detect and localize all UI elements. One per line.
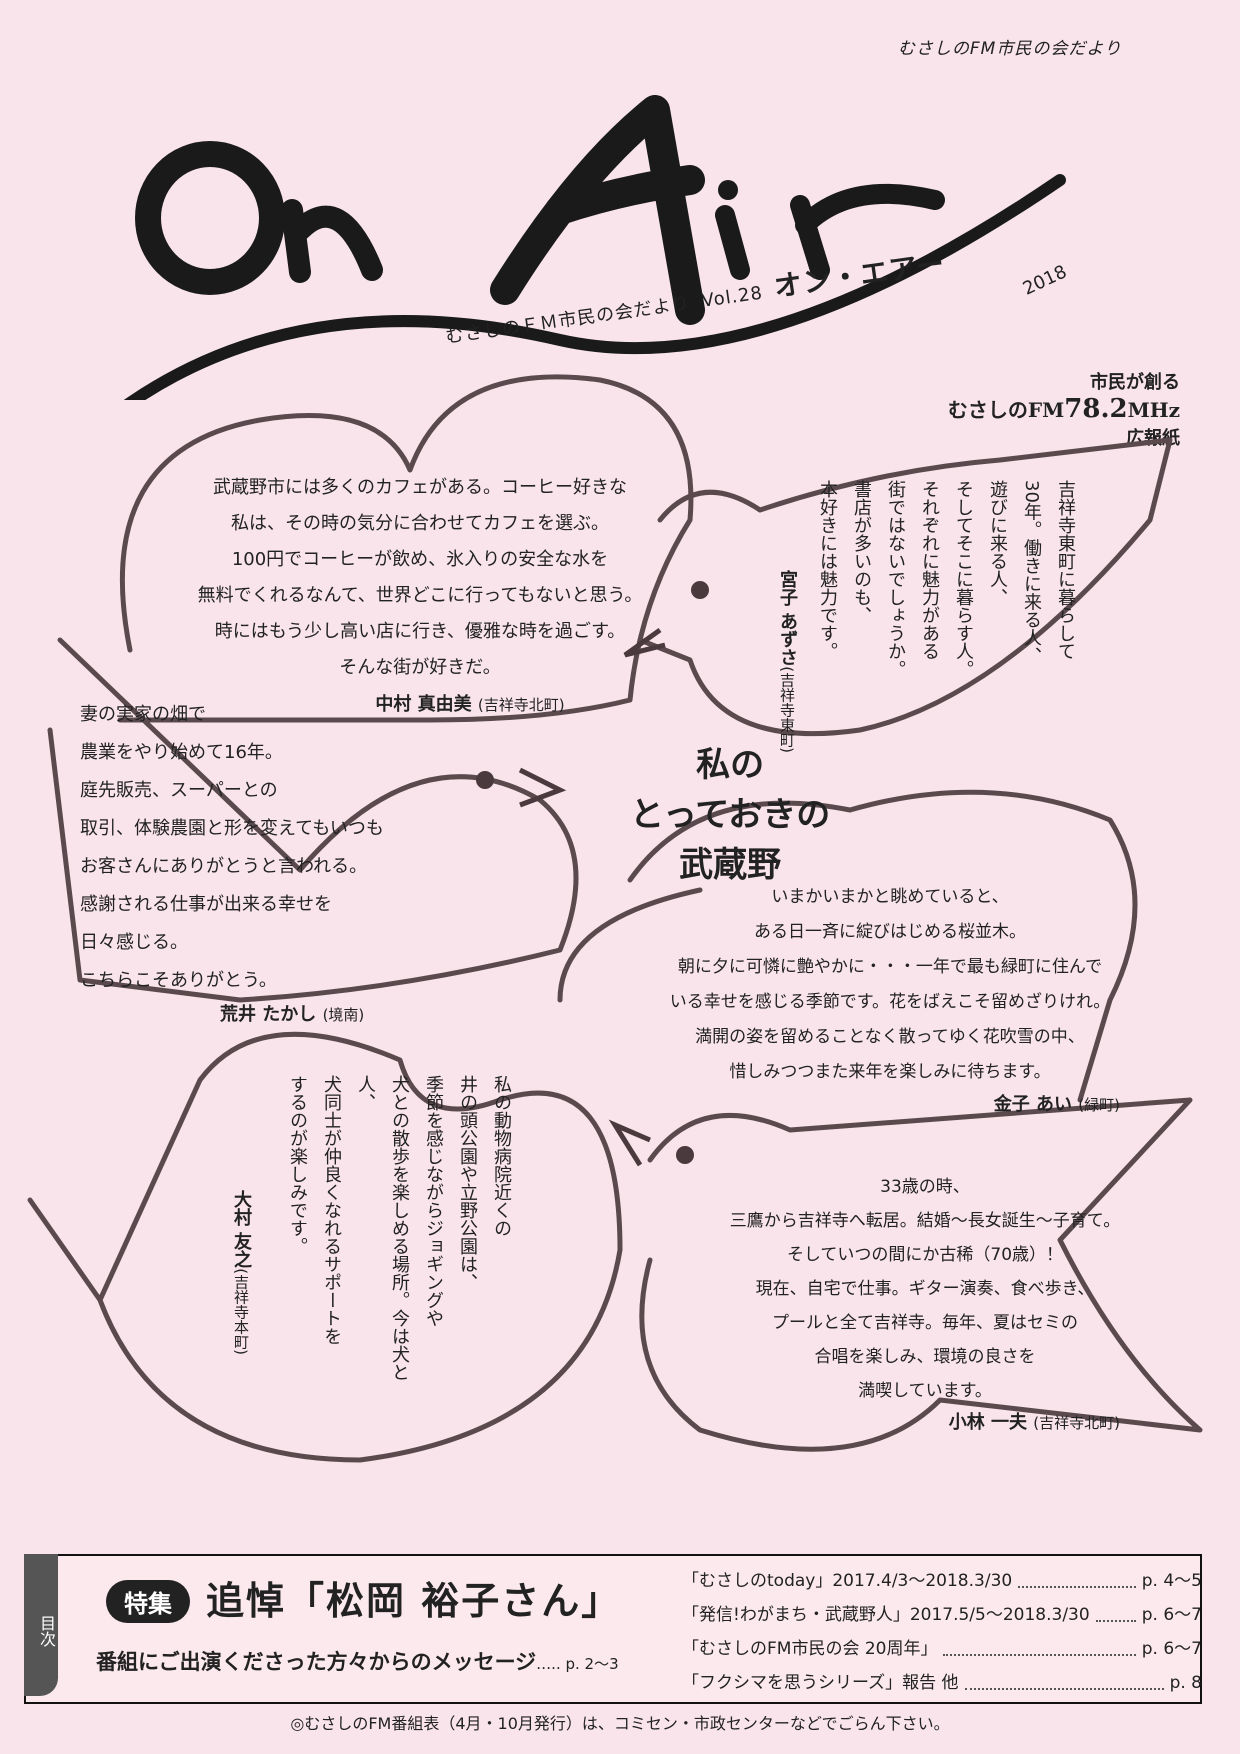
author-miyako: 宮子 あずさ(吉祥寺東町) xyxy=(777,570,798,753)
message-nakamura: 武蔵野市には多くのカフェがある。コーヒー好きな 私は、その時の気分に合わせてカフ… xyxy=(197,477,643,715)
on-air-logo xyxy=(123,95,1066,400)
message-arai: 妻の実家の畑で 農業をやり始めて16年。 庭先販売、スーパーとの 取引、体験農園… xyxy=(80,704,384,1025)
message-kobayashi: 33歳の時、 三鷹から吉祥寺へ転居。結婚～長女誕生～子育て。 そしていつの間にか… xyxy=(729,1177,1121,1433)
feature-title: 私の とっておきの 武蔵野 xyxy=(630,745,831,885)
feature-badge: 特集 xyxy=(106,1580,190,1623)
station-info: 市民が創る むさしのFM78.2MHz 広報紙 xyxy=(947,372,1180,449)
toc-feature-title: 追悼「松岡 裕子さん」 xyxy=(206,1578,622,1623)
footer-note: ◎むさしのFM番組表（4月・10月発行）は、コミセン・市政センターなどでごらん下… xyxy=(290,1714,950,1733)
author-name: 荒井 たかし xyxy=(220,1004,317,1025)
toc-feature-subtitle: 番組にご出演くださった方々からのメッセージ….. p. 2～3 xyxy=(96,1650,619,1674)
author-area: (吉祥寺北町) xyxy=(1033,1414,1120,1432)
author-name: 小林 一夫 xyxy=(948,1412,1027,1433)
table-of-contents: 目次 特集 追悼「松岡 裕子さん」 番組にご出演くださった方々からのメッセージ…… xyxy=(24,1554,1202,1704)
toc-item[interactable]: 「むさしのFM市民の会 20周年」p. 6～7 xyxy=(682,1632,1202,1666)
message-omura: 私の動物病院近くの 井の頭公園や立野公園は、 季節を感じながらジョギングや 犬と… xyxy=(287,1075,512,1381)
bird-illustrations xyxy=(27,374,1203,1463)
header-tagline: むさしのFM市民の会だより xyxy=(897,39,1122,59)
author-name: 金子 あい xyxy=(993,1094,1072,1115)
author-omura: 大村 友之(吉祥寺本町) xyxy=(231,1190,252,1355)
message-miyako: 吉祥寺東町に暮らして 30年。働きに来る人、 遊びに来る人、 そしてそこに暮らす… xyxy=(817,480,1076,678)
author-area: (境南) xyxy=(322,1006,365,1024)
message-kaneko: いまかいまかと眺めていると、 ある日一斉に綻びはじめる桜並木。 朝に夕に可憐に艶… xyxy=(669,887,1120,1115)
author-area: (緑町) xyxy=(1078,1096,1120,1114)
author-name: 中村 真由美 xyxy=(375,694,472,715)
author-area: (吉祥寺北町) xyxy=(477,696,565,714)
toc-side-label: 目次 xyxy=(24,1554,58,1696)
